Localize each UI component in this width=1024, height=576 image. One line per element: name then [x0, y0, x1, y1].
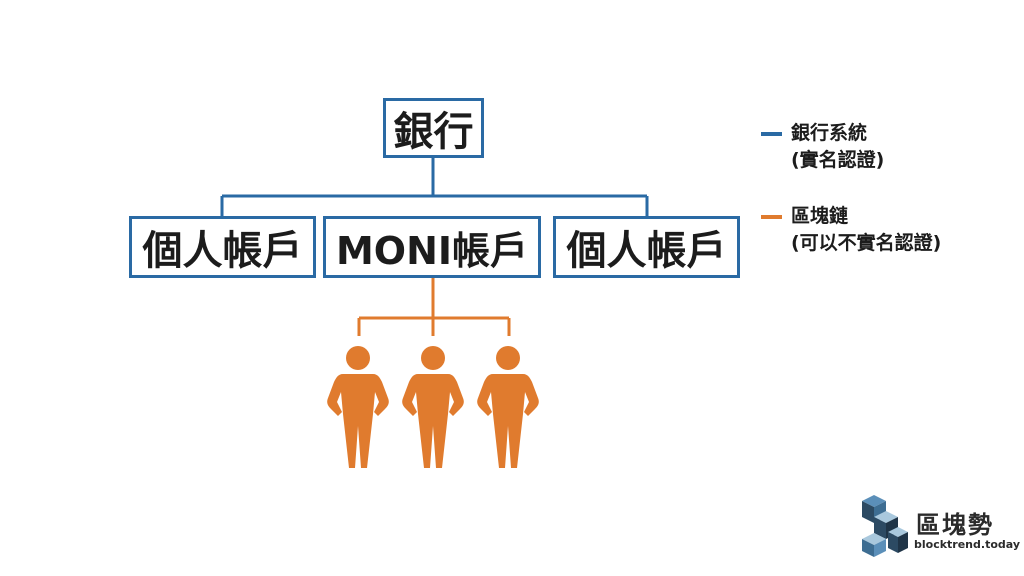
- legend-subtitle: (可以不實名認證): [791, 232, 942, 254]
- person-icon: [477, 346, 539, 468]
- logo-cubes-icon: [862, 495, 908, 557]
- legend-title: 銀行系統: [791, 122, 868, 144]
- legend-swatch-orange: [761, 215, 782, 219]
- legend-swatch-blue: [761, 132, 782, 136]
- person-icon: [327, 346, 389, 468]
- legend-bank-system: 銀行系統 (實名認證): [761, 120, 884, 174]
- legend-title: 區塊鏈: [791, 205, 849, 227]
- logo-name: 區塊勢: [916, 511, 994, 539]
- personal-account-node: 個人帳戶: [553, 216, 740, 278]
- account-label: MONI帳戶: [335, 228, 529, 273]
- account-label: 個人帳戶: [142, 228, 303, 274]
- legend-subtitle: (實名認證): [791, 149, 885, 171]
- account-label: 個人帳戶: [566, 228, 727, 274]
- legend-text: 銀行系統 (實名認證): [791, 120, 884, 174]
- legend-blockchain: 區塊鏈 (可以不實名認證): [761, 203, 941, 257]
- moni-account-node: MONI帳戶: [323, 216, 541, 278]
- person-icon: [402, 346, 464, 468]
- logo-url: blocktrend.today: [914, 538, 1021, 551]
- legend-text: 區塊鏈 (可以不實名認證): [791, 203, 941, 257]
- bank-node: 銀行: [383, 98, 484, 158]
- personal-account-node: 個人帳戶: [129, 216, 316, 278]
- bank-label: 銀行: [393, 109, 474, 155]
